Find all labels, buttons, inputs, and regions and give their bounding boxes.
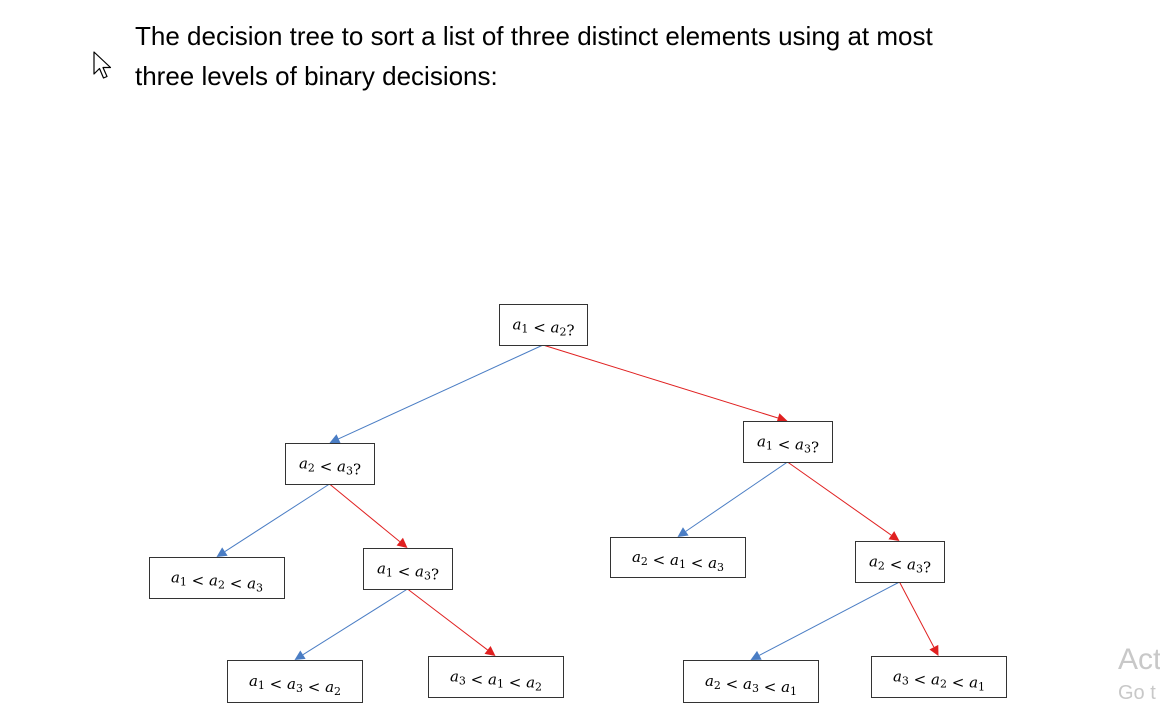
watermark-line-1: Act	[1118, 643, 1160, 676]
node-label: a2 < a3?	[869, 553, 931, 577]
edge-line	[302, 588, 408, 656]
node-box	[428, 656, 564, 698]
edge-line	[407, 588, 488, 651]
node-label: a1 < a2 < a3	[171, 569, 263, 595]
leaf-node-leaf-231: a2 < a3 < a1	[683, 660, 819, 703]
watermark-line-2: Go t	[1118, 682, 1156, 704]
node-label: a2 < a3?	[299, 455, 361, 479]
node-label: a1 < a2?	[512, 316, 574, 340]
intro-text: The decision tree to sort a list of thre…	[135, 16, 1035, 96]
activate-windows-watermark: Act Go t	[1118, 640, 1160, 706]
leaf-node-leaf-312: a3 < a1 < a2	[428, 656, 564, 698]
edge-line	[759, 581, 900, 656]
edge-line	[329, 483, 401, 543]
node-box	[149, 557, 285, 599]
edge-n-lr-to-leaf-312	[407, 588, 496, 656]
node-label: a1 < a3?	[757, 433, 819, 457]
edge-line	[338, 344, 544, 440]
node-label: a2 < a1 < a3	[632, 548, 724, 574]
node-box	[610, 537, 746, 578]
node-box	[871, 656, 1007, 698]
intro-line-2: three levels of binary decisions:	[135, 61, 498, 91]
node-box	[499, 304, 588, 346]
node-label: a1 < a3?	[377, 560, 439, 584]
arrowhead-icon	[484, 645, 496, 656]
leaf-node-leaf-132: a1 < a3 < a2	[227, 660, 363, 703]
node-box	[683, 660, 819, 703]
arrowhead-icon	[750, 650, 762, 660]
node-box	[363, 548, 453, 590]
edge-n-r-to-n-rr	[787, 461, 900, 541]
node-label: a3 < a2 < a1	[893, 668, 985, 694]
node-label: a2 < a3 < a1	[705, 672, 797, 698]
edge-n-r-to-leaf-213	[677, 461, 788, 537]
decision-node-n-rr: a2 < a3?	[855, 541, 945, 583]
arrowhead-icon	[216, 547, 228, 557]
intro-line-1: The decision tree to sort a list of thre…	[135, 21, 933, 51]
edge-line	[685, 461, 788, 532]
tree-nodes: a1 < a2? a2 < a3? a1 < a3? a1 < a2 < a3 a1 <…	[149, 304, 1007, 703]
edge-n-l-to-leaf-123	[216, 483, 330, 557]
arrowhead-icon	[888, 531, 900, 541]
decision-node-n-l: a2 < a3?	[285, 443, 375, 485]
edge-line	[542, 344, 779, 419]
node-box	[227, 660, 363, 703]
leaf-node-leaf-321: a3 < a2 < a1	[871, 656, 1007, 698]
arrowhead-icon	[776, 413, 788, 423]
node-box	[285, 443, 375, 485]
edge-n-rr-to-leaf-231	[750, 581, 900, 660]
decision-node-n-r: a1 < a3?	[743, 421, 833, 463]
arrowhead-icon	[677, 527, 689, 537]
edge-n-l-to-n-lr	[329, 483, 408, 548]
edge-line	[787, 461, 892, 536]
tree-edges	[216, 344, 939, 660]
arrowhead-icon	[294, 650, 306, 660]
edge-line	[899, 581, 935, 648]
node-label: a3 < a1 < a2	[450, 668, 542, 694]
node-box	[855, 541, 945, 583]
node-box	[743, 421, 833, 463]
edge-n-rr-to-leaf-321	[899, 581, 939, 656]
decision-node-n-lr: a1 < a3?	[363, 548, 453, 590]
arrowhead-icon	[929, 644, 939, 656]
mouse-cursor-icon	[93, 51, 112, 79]
arrowhead-icon	[329, 434, 341, 444]
edge-line	[224, 483, 330, 552]
leaf-node-leaf-123: a1 < a2 < a3	[149, 557, 285, 599]
decision-node-root: a1 < a2?	[499, 304, 588, 346]
arrowhead-icon	[396, 537, 408, 548]
edge-root-to-n-r	[542, 344, 788, 423]
node-label: a1 < a3 < a2	[249, 672, 341, 698]
edge-root-to-n-l	[329, 344, 544, 444]
edge-n-lr-to-leaf-132	[294, 588, 408, 660]
leaf-node-leaf-213: a2 < a1 < a3	[610, 537, 746, 578]
